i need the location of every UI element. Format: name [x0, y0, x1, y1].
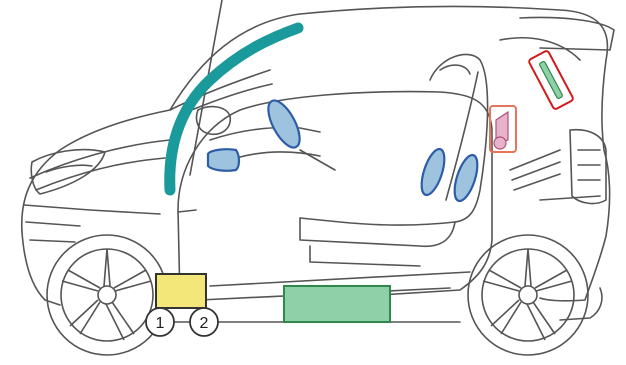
seat-side-airbag-icon [417, 146, 449, 197]
steering-wheel-airbag-icon [262, 96, 306, 152]
callout-2: 2 [190, 308, 218, 336]
dashboard-airbag-icon [208, 149, 239, 171]
front-wheel [47, 235, 167, 355]
rear-wheel [468, 235, 588, 355]
rear-window-component-icon [528, 50, 574, 110]
front-control-unit-icon [156, 274, 206, 308]
seat-side-airbag-icon [450, 152, 482, 203]
rear-seat-belt-tensioner-icon [490, 106, 516, 152]
underfloor-battery-icon [284, 286, 390, 322]
car-body-outline [22, 0, 614, 322]
callout-1: 1 [146, 308, 174, 336]
callout-2-label: 2 [200, 315, 209, 332]
callout-1-label: 1 [156, 315, 165, 332]
